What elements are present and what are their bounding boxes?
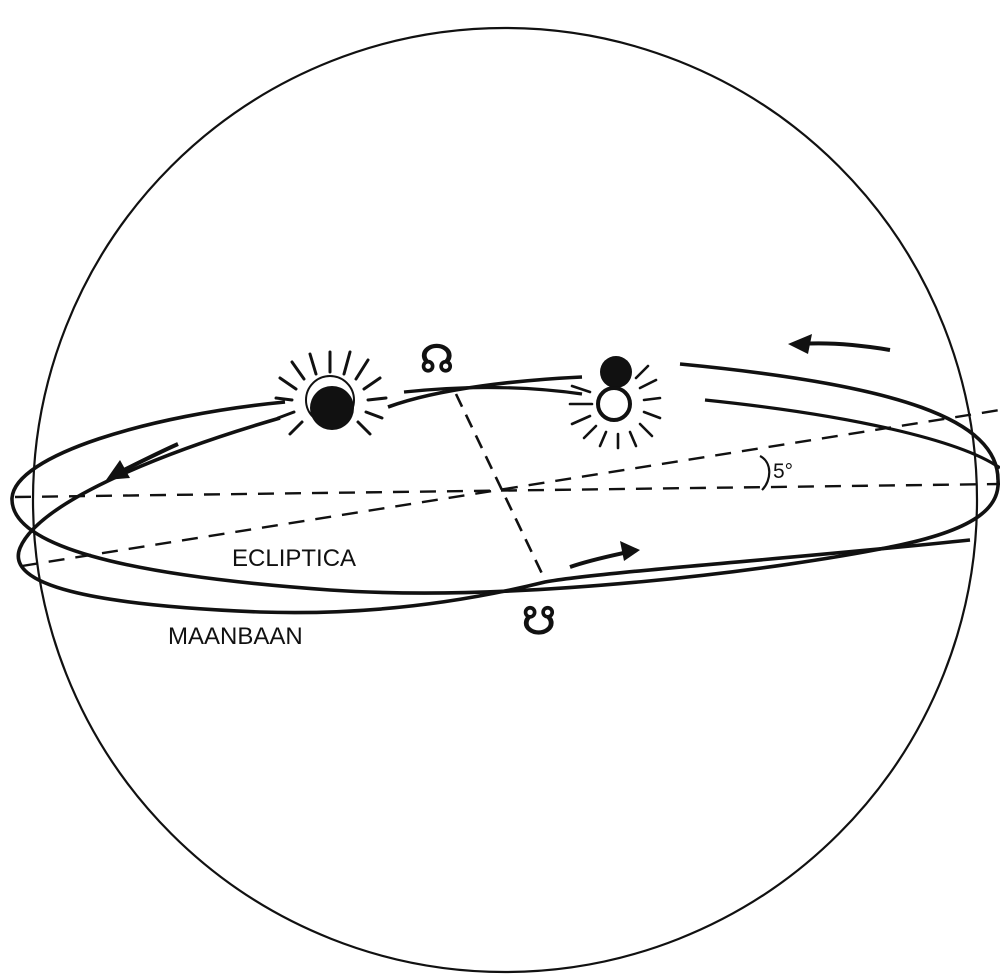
ecliptic-line-lower (22, 410, 1000, 566)
descending-node-symbol: ☋ (522, 598, 556, 643)
ecliptic-line-upper (15, 484, 1000, 497)
arrow-top-right-icon (788, 334, 890, 354)
arrow-bottom-icon (570, 541, 640, 567)
inclination-marker: 5° (760, 456, 793, 490)
moon-orbit-lower-loop (18, 418, 970, 613)
line-of-nodes (456, 394, 546, 582)
ascending-node-symbol: ☊ (420, 336, 454, 381)
arrow-left-icon (106, 444, 178, 480)
moon-orbit-front (12, 402, 998, 593)
moon-orbit-back (680, 364, 998, 480)
inclination-label: 5° (773, 460, 793, 483)
eclipse-sun-left-icon (276, 352, 386, 434)
ecliptic-label: ECLIPTICA (232, 545, 356, 572)
eclipse-sun-right-icon (570, 356, 660, 448)
moon-orbit-label: MAANBAAN (168, 623, 303, 650)
celestial-sphere (33, 28, 977, 972)
